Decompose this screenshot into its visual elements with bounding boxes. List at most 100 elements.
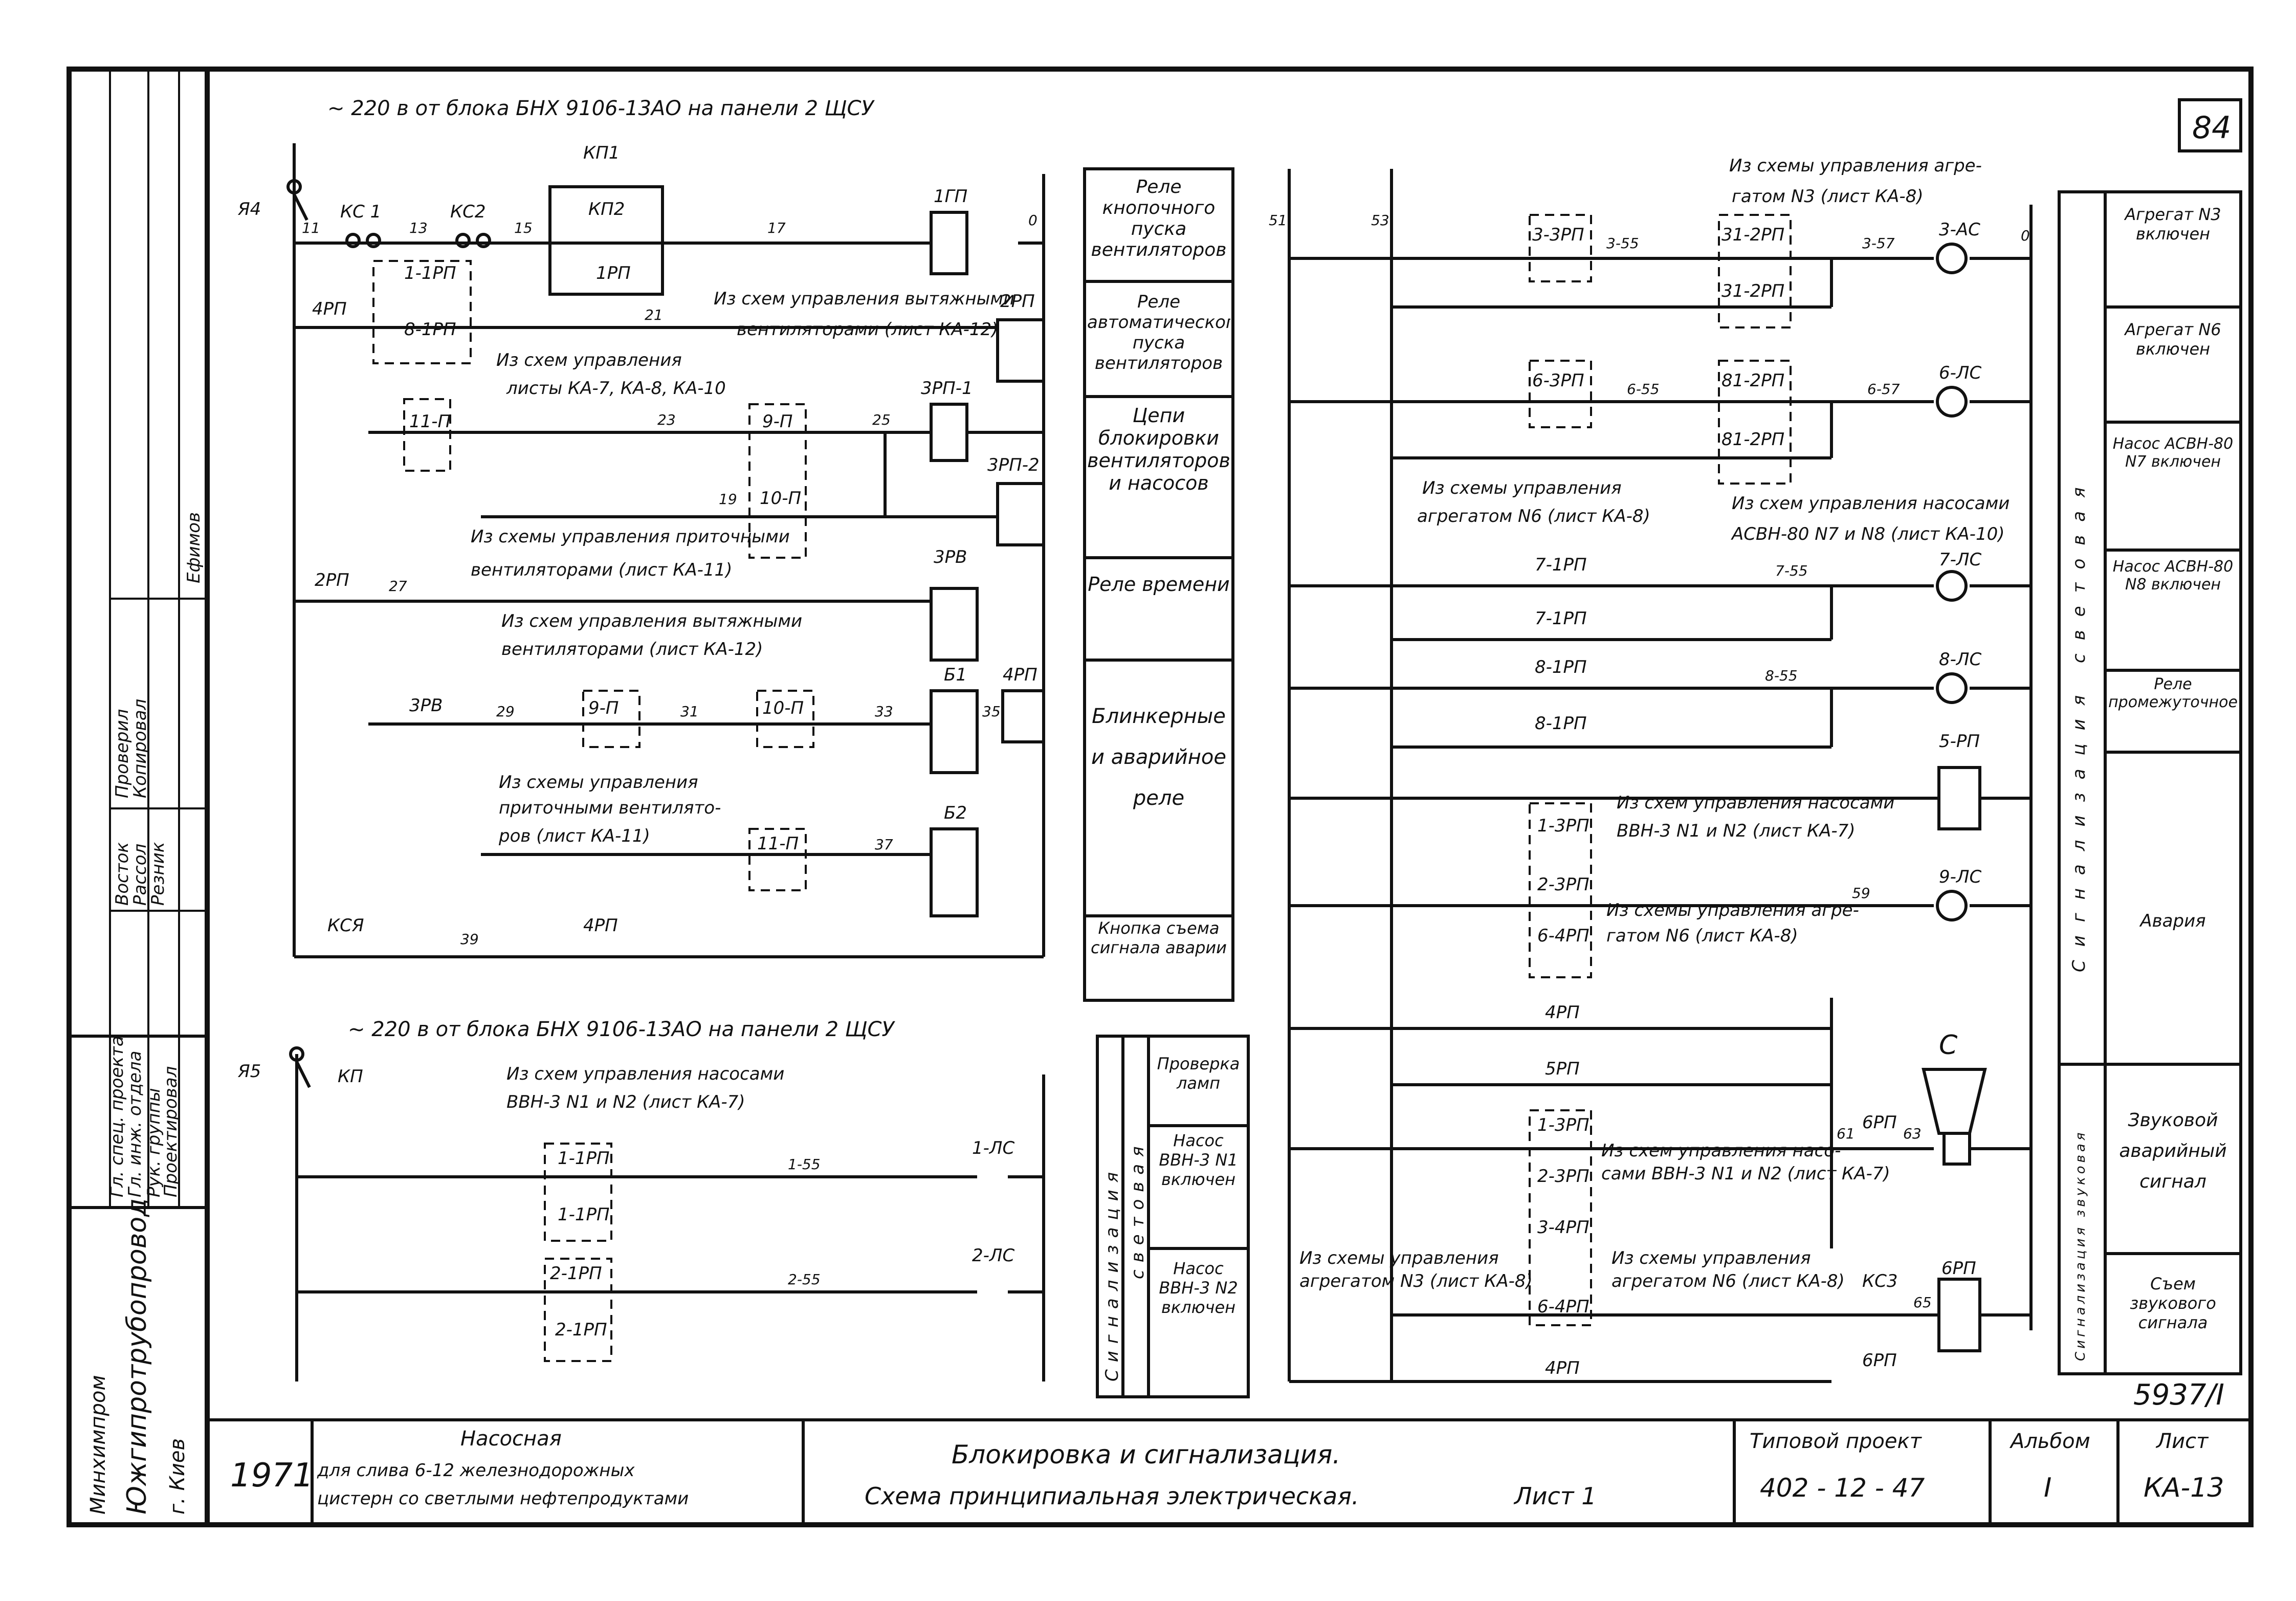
legend-pump1-on: Насос ВВН-3 N1 включен xyxy=(1159,1131,1238,1189)
svg-text:3РВ: 3РВ xyxy=(409,695,443,716)
svg-text:3-57: 3-57 xyxy=(1862,235,1895,252)
svg-text:1-1РП: 1-1РП xyxy=(404,263,456,283)
svg-text:10-П: 10-П xyxy=(760,488,801,509)
light-signal-vertical-2: световая xyxy=(1128,1139,1148,1279)
svg-text:13: 13 xyxy=(409,220,428,236)
svg-text:6-55: 6-55 xyxy=(1627,381,1660,398)
svg-text:5РП: 5РП xyxy=(1545,1059,1580,1079)
legend-interlock: Цепи блокировки вентиляторов и насосов xyxy=(1087,404,1230,494)
note-agg6-b: агрегатом N6 (лист КА-8) xyxy=(1417,506,1650,527)
sheet-value: КА-13 xyxy=(2144,1473,2224,1503)
svg-text:3-4РП: 3-4РП xyxy=(1537,1217,1589,1238)
note-asvn-b: АСВН-80 N7 и N8 (лист КА-10) xyxy=(1731,524,2004,544)
svg-text:3-АС: 3-АС xyxy=(1939,220,1980,240)
svg-text:8-ЛС: 8-ЛС xyxy=(1939,649,1981,670)
svg-text:7-ЛС: 7-ЛС xyxy=(1939,550,1981,570)
svg-text:8-1РП: 8-1РП xyxy=(1535,713,1587,734)
note-agg3b-a: Из схемы управления xyxy=(1299,1248,1499,1268)
drawing-title: Блокировка и сигнализация. xyxy=(952,1440,1340,1470)
svg-text:81-2РП: 81-2РП xyxy=(1721,370,1784,391)
svg-text:37: 37 xyxy=(875,836,893,853)
svg-text:КП2: КП2 xyxy=(588,199,625,220)
svg-text:КС3: КС3 xyxy=(1862,1271,1898,1291)
project-number: 402 - 12 - 47 xyxy=(1760,1473,1925,1503)
svg-text:6РП: 6РП xyxy=(1862,1112,1897,1133)
svg-text:8-55: 8-55 xyxy=(1765,667,1798,684)
left-bottom-circuit: ~ 220 в от блока БНХ 9106-13АО на панели… xyxy=(237,1018,1045,1381)
note-agg3-a: Из схемы управления агре- xyxy=(1729,156,1982,176)
note-agg6c-b: агрегатом N6 (лист КА-8) xyxy=(1611,1271,1845,1291)
sound-signal-column: Сигнализация звуковая xyxy=(2073,1130,2088,1361)
svg-text:59: 59 xyxy=(1852,885,1870,902)
legend-blinker-relays: Блинкерные и аварийное реле xyxy=(1091,705,1226,810)
svg-text:Б1: Б1 xyxy=(944,665,967,685)
svg-text:2-3РП: 2-3РП xyxy=(1537,874,1589,895)
note-agg6b-b: гатом N6 (лист КА-8) xyxy=(1606,926,1798,946)
svg-text:29: 29 xyxy=(496,703,515,720)
title-year: 1971 xyxy=(230,1457,314,1495)
svg-text:25: 25 xyxy=(872,411,891,428)
svg-text:3РП-2: 3РП-2 xyxy=(987,455,1040,475)
legend-pump7-on: Насос АСВН-80 N7 включен xyxy=(2112,435,2234,471)
svg-text:1-55: 1-55 xyxy=(788,1156,821,1173)
svg-text:1-3РП: 1-3РП xyxy=(1537,1115,1589,1135)
svg-text:3РВ: 3РВ xyxy=(934,547,967,567)
sheet-label: Лист xyxy=(2155,1430,2209,1453)
note-agg6-a: Из схемы управления xyxy=(1422,478,1622,498)
svg-text:21: 21 xyxy=(645,306,663,323)
legend-lamp-test: Проверка ламп xyxy=(1157,1054,1240,1093)
sheet-frame xyxy=(67,67,2254,1527)
svg-text:6-4РП: 6-4РП xyxy=(1537,926,1589,946)
svg-text:2РП: 2РП xyxy=(1000,291,1035,312)
right-circuit: 51 53 0 3-АС 3-55 3-57 3-3РП 31-2РП 31-2… xyxy=(1269,156,2033,1383)
legend-sound-alarm: Звуковой аварийный сигнал xyxy=(2119,1110,2227,1192)
middle-legend: Реле кнопочного пуска вентиляторов Реле … xyxy=(1083,167,1250,1398)
album-value: I xyxy=(2044,1473,2051,1503)
svg-text:7-55: 7-55 xyxy=(1775,562,1808,579)
organization-block: Минхимпром Южгипротрубопровод г. Киев xyxy=(86,1198,189,1515)
light-signal-column: Сигнализация световая xyxy=(2069,474,2089,972)
note-vvn-a: Из схем управления насосами xyxy=(1617,793,1894,813)
legend-pump2-on: Насос ВВН-3 N2 включен xyxy=(1159,1259,1238,1317)
svg-text:7-1РП: 7-1РП xyxy=(1535,608,1587,629)
svg-text:9-П: 9-П xyxy=(762,411,792,432)
svg-text:33: 33 xyxy=(875,703,893,720)
title-object: Насосная xyxy=(460,1427,562,1451)
stamp-number: 5937/I xyxy=(2133,1378,2224,1412)
note-agg6b-a: Из схемы управления агре- xyxy=(1606,900,1859,920)
svg-text:6-3РП: 6-3РП xyxy=(1532,370,1584,391)
note-supply-5b: приточными вентилято- xyxy=(499,798,721,818)
drawing-sheet: Лист 1 xyxy=(1513,1482,1596,1510)
note-ctrl-2b: листы КА-7, КА-8, КА-10 xyxy=(506,378,726,399)
svg-text:С: С xyxy=(1939,1030,1958,1061)
svg-text:31-2РП: 31-2РП xyxy=(1721,225,1784,245)
svg-text:9-ЛС: 9-ЛС xyxy=(1939,867,1981,887)
svg-text:1РП: 1РП xyxy=(596,263,631,283)
title-object-sub1: для слива 6-12 железнодорожных xyxy=(317,1460,635,1481)
svg-text:81-2РП: 81-2РП xyxy=(1721,429,1784,450)
note-exhaust-1b: вентиляторами (лист КА-12) xyxy=(737,319,998,340)
name-efimov: Ефимов xyxy=(184,512,204,583)
sheet-number: 84 xyxy=(2192,110,2231,146)
svg-text:23: 23 xyxy=(657,411,676,428)
svg-text:1-ЛС: 1-ЛС xyxy=(972,1138,1014,1158)
legend-agg6-on: Агрегат N6 включен xyxy=(2125,320,2221,359)
legend-alarm-reset: Кнопка съема сигнала аварии xyxy=(1091,918,1227,957)
svg-text:8-1РП: 8-1РП xyxy=(404,319,456,340)
svg-text:0: 0 xyxy=(2021,227,2030,244)
svg-text:11-П: 11-П xyxy=(409,411,451,432)
legend-button-start-relays: Реле кнопочного пуска вентиляторов xyxy=(1091,177,1227,260)
svg-text:3РП-1: 3РП-1 xyxy=(921,378,973,399)
note-vvn2-b: сами ВВН-3 N1 и N2 (лист КА-7) xyxy=(1601,1164,1890,1184)
svg-text:2-1РП: 2-1РП xyxy=(550,1263,602,1284)
svg-text:53: 53 xyxy=(1371,212,1389,229)
name-rassol: Рассол xyxy=(130,844,150,906)
svg-text:6РП: 6РП xyxy=(1862,1350,1897,1371)
title-block: 1971 Насосная для слива 6-12 железнодоро… xyxy=(207,1418,2251,1525)
svg-text:7-1РП: 7-1РП xyxy=(1535,555,1587,575)
svg-text:2-55: 2-55 xyxy=(788,1271,821,1288)
svg-text:6-ЛС: 6-ЛС xyxy=(1939,363,1981,383)
svg-text:39: 39 xyxy=(460,931,479,948)
note-asvn-a: Из схем управления насосами xyxy=(1732,493,2010,514)
